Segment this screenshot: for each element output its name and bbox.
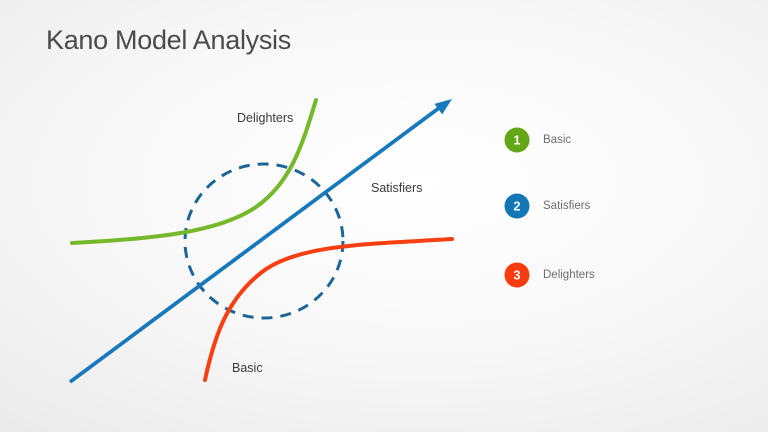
basic-label: Basic [232,361,263,375]
satisfiers-arrowhead-icon [434,99,452,115]
legend-badge-1-circle [504,127,530,153]
basic-curve [203,237,454,382]
legend-badge-2-circle [504,193,530,219]
delighters-label: Delighters [237,111,294,125]
legend-badge-1-number: 1 [514,134,521,148]
satisfiers-label: Satisfiers [371,181,423,195]
legend-badge-2-number: 2 [514,200,521,214]
legend-label-basic: Basic [543,134,572,146]
legend-item-basic: 1 Basic [504,127,571,153]
legend-badge-1-icon: 1 [504,127,530,153]
focus-dashed-circle [183,162,345,320]
satisfiers-arrow-line [68,104,443,384]
legend-label-delighters: Delighters [543,269,595,281]
page-title: Kano Model Analysis [46,25,291,55]
legend-badge-3-circle [504,262,530,288]
delighters-curve [70,98,318,245]
legend-item-delighters: 3 Delighters [504,262,595,288]
legend-badge-3-icon: 3 [504,262,530,288]
legend-item-satisfiers: 2 Satisfiers [504,193,590,219]
legend-label-satisfiers: Satisfiers [543,200,591,212]
legend-badge-2-icon: 2 [504,193,530,219]
legend-badge-3-number: 3 [514,269,521,283]
